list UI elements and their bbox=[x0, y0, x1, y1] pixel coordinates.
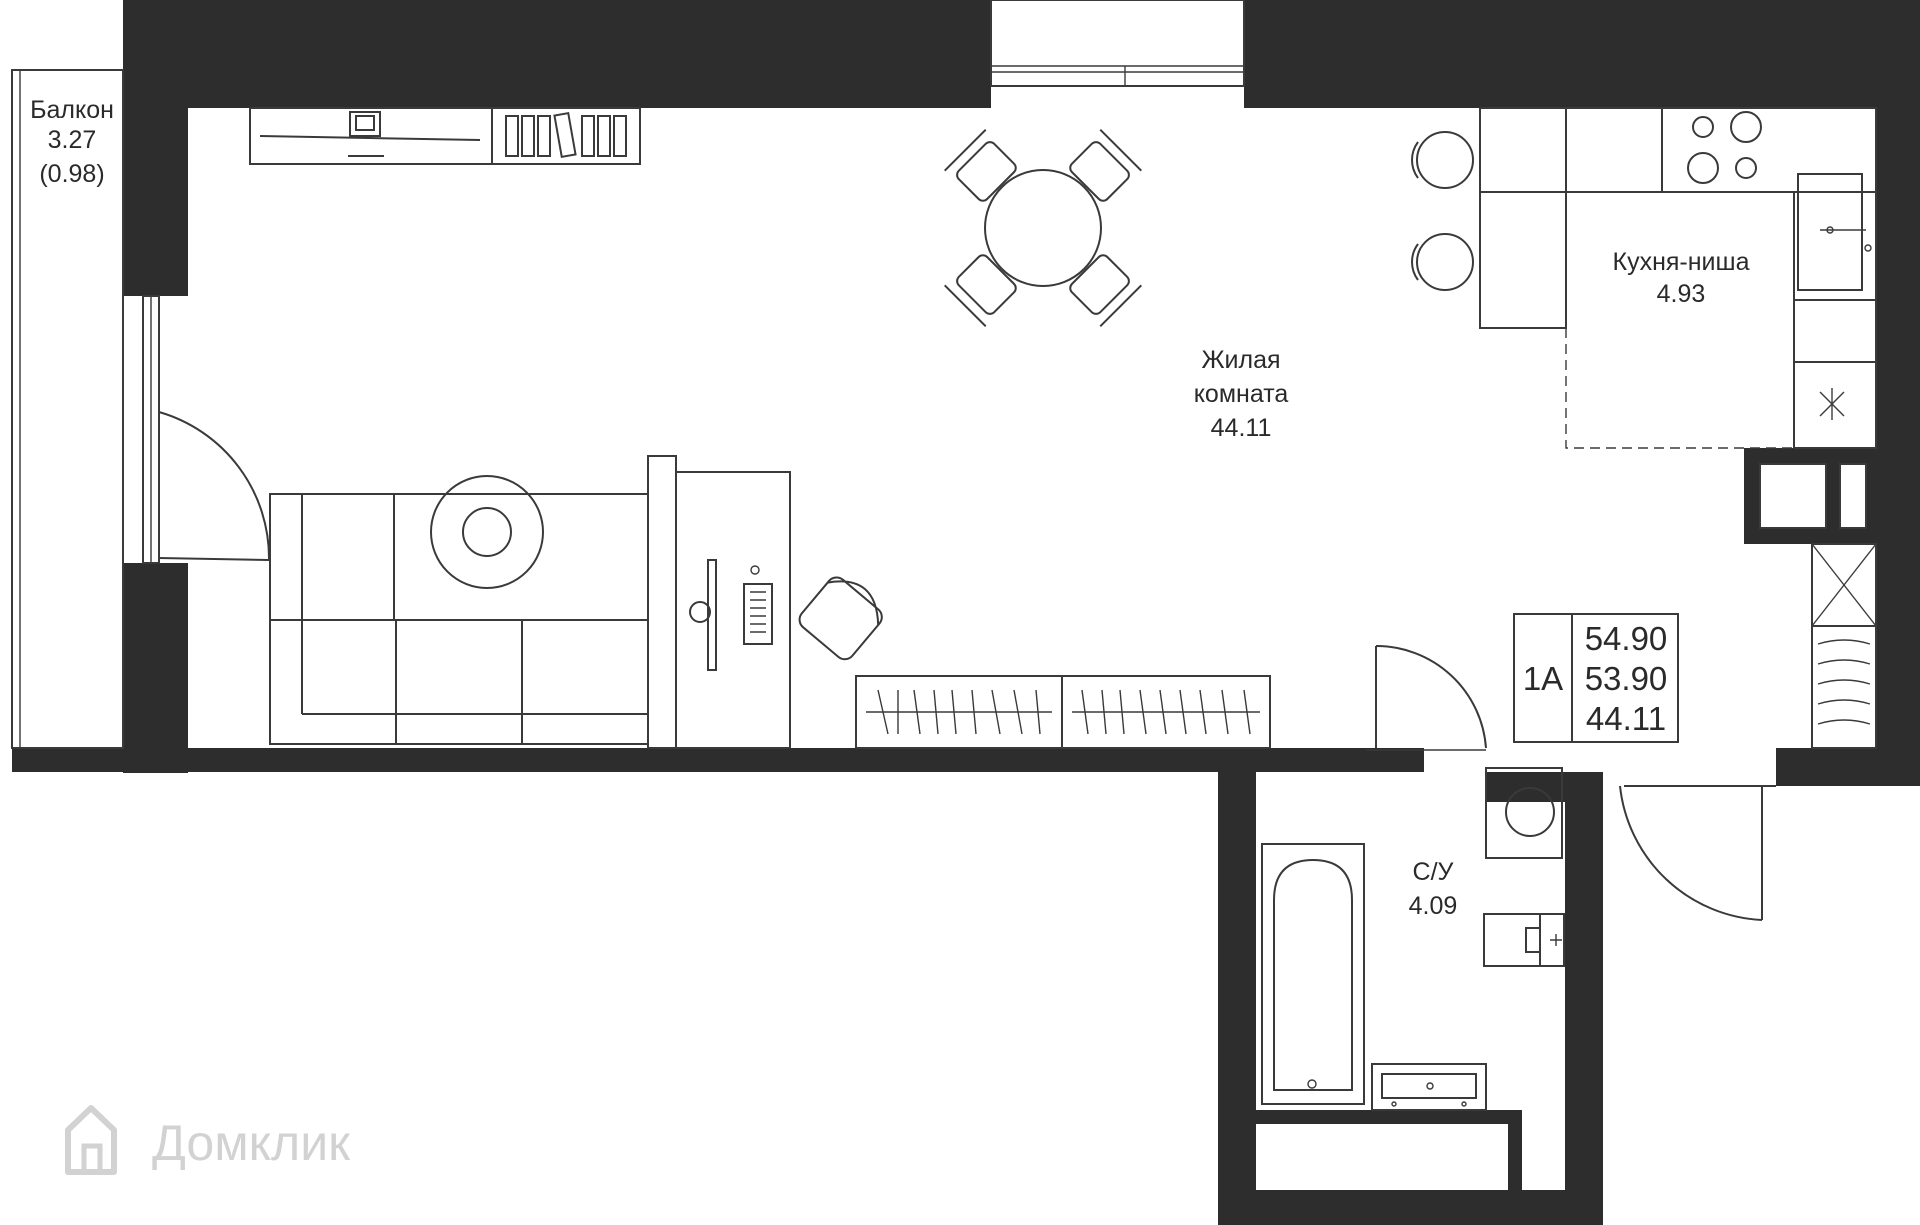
wardrobe bbox=[855, 675, 1271, 749]
badge-area-without-balcony: 53.90 bbox=[1585, 660, 1668, 697]
dining-table bbox=[944, 129, 1142, 327]
badge-living-area: 44.11 bbox=[1586, 700, 1666, 737]
stove-icon bbox=[1687, 111, 1762, 184]
balcony-area: 3.27 bbox=[48, 126, 97, 154]
tv-stand bbox=[249, 107, 641, 165]
balcony-name: Балкон bbox=[30, 96, 114, 124]
toilet bbox=[1483, 913, 1565, 967]
bathtub bbox=[1261, 843, 1365, 1105]
bathroom-door bbox=[1366, 644, 1487, 751]
house-logo-icon bbox=[65, 1105, 117, 1175]
badge-apartment-type: 1А bbox=[1523, 660, 1563, 697]
badge-total-area: 54.90 bbox=[1585, 620, 1668, 657]
watermark-text: Домклик bbox=[152, 1115, 351, 1171]
room-labels: Балкон 3.27 (0.98) Жилая комната 44.11 К… bbox=[30, 96, 1749, 920]
balcony-door bbox=[142, 295, 271, 564]
coffee-table bbox=[430, 475, 544, 589]
balcony-reduced-area: (0.98) bbox=[39, 160, 104, 188]
kitchen-area bbox=[1411, 107, 1877, 749]
washbasin bbox=[1371, 1063, 1487, 1111]
radiator-icon bbox=[1817, 639, 1871, 725]
watermark: Домклик bbox=[65, 1105, 351, 1175]
washing-machine bbox=[1485, 767, 1563, 859]
walls bbox=[12, 0, 1920, 1225]
entrance-door bbox=[1619, 785, 1776, 921]
bar-stool-icon bbox=[1411, 131, 1474, 291]
balcony bbox=[11, 69, 124, 749]
area-badge: 1А 54.90 53.90 44.11 bbox=[1513, 613, 1679, 743]
living-room-name-line1: Жилая bbox=[1201, 346, 1280, 374]
sofa bbox=[269, 493, 649, 745]
bathroom-name: С/У bbox=[1413, 858, 1454, 886]
fridge-icon bbox=[1819, 388, 1845, 420]
window-top bbox=[990, 0, 1245, 87]
desk bbox=[647, 455, 883, 749]
kitchen-area-value: 4.93 bbox=[1657, 280, 1706, 308]
bathroom-area: 4.09 bbox=[1409, 892, 1458, 920]
living-room-area: 44.11 bbox=[1211, 414, 1272, 442]
kitchen-sink-icon bbox=[1797, 173, 1872, 291]
living-room-name-line2: комната bbox=[1194, 380, 1289, 408]
kitchen-name: Кухня-ниша bbox=[1613, 248, 1750, 276]
